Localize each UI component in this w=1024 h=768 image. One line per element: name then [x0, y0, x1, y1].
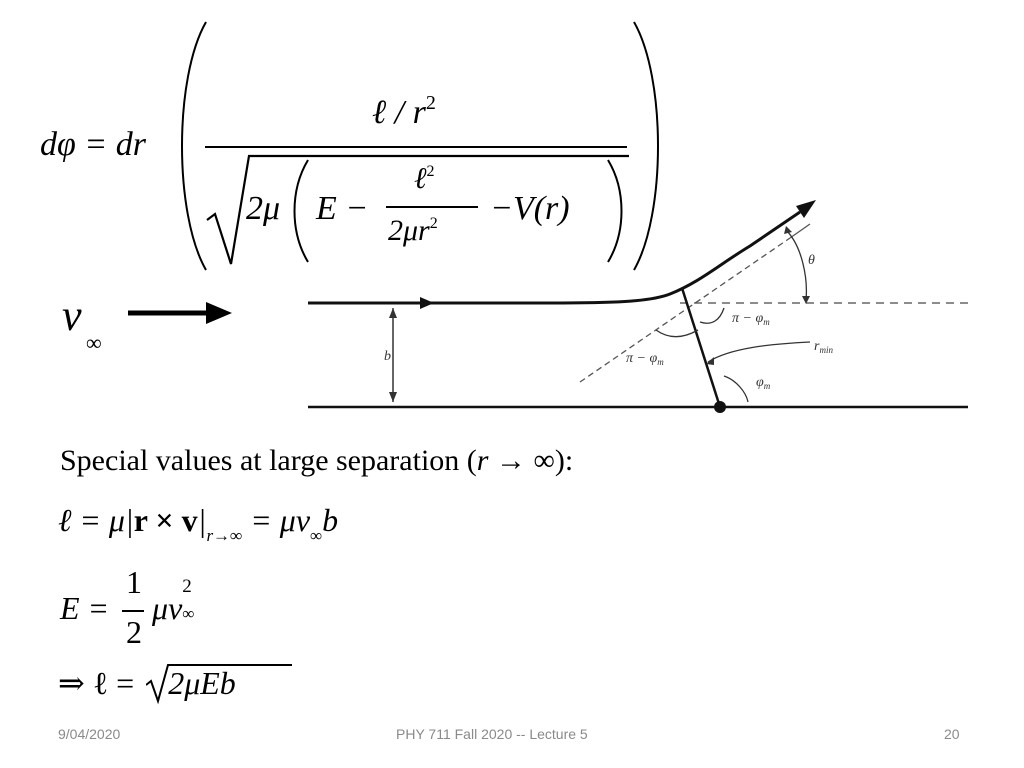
- footer-title: PHY 711 Fall 2020 -- Lecture 5: [396, 726, 588, 742]
- velocity-arrow-icon: [128, 302, 232, 324]
- energy-fraction-numerator: 1: [126, 564, 142, 600]
- energy-term: E −: [316, 190, 369, 227]
- pi-minus-phi-upper-label: π − φm: [732, 311, 770, 327]
- equation-numerator: ℓ / r2: [372, 92, 436, 131]
- inner-denominator: 2μr2: [388, 214, 438, 247]
- energy-rhs: μv 2 ∞: [152, 576, 195, 626]
- orbit-equation: dφ = dr ℓ / r2 2μ E − ℓ2 2μr2 −V(r): [0, 0, 680, 290]
- scattering-diagram: θ π − φm π − φm rmin φm b: [308, 200, 970, 413]
- scattering-center: [714, 401, 726, 413]
- asymptote-line: [579, 237, 791, 383]
- energy-fraction-bar: [122, 610, 144, 612]
- b-label: b: [384, 349, 391, 364]
- trajectory-arrowhead: [420, 297, 434, 309]
- footer-date: 9/04/2020: [58, 726, 121, 742]
- velocity-infinity-label: v∞: [62, 291, 102, 355]
- footer-page-number: 20: [944, 726, 960, 742]
- incoming-trajectory: [308, 210, 801, 305]
- energy-lhs: E =: [60, 590, 110, 626]
- implication-equation: ⇒ ℓ = 2μEb: [58, 664, 293, 705]
- potential-term: −V(r): [490, 190, 570, 227]
- inner-parentheses: [293, 159, 623, 263]
- sqrt-sign: [206, 154, 629, 265]
- angular-momentum-equation: ℓ = μ|r × v|r→∞ = μv∞b: [58, 502, 339, 545]
- rmin-line: [680, 287, 722, 408]
- sqrt-coefficient: 2μ: [246, 190, 281, 227]
- theta-arc: [785, 229, 808, 301]
- energy-fraction-denominator: 2: [126, 614, 142, 650]
- energy-equation: E = 1 2 μv 2 ∞: [58, 564, 308, 656]
- theta-label: θ: [808, 253, 815, 268]
- phi-m-label: φm: [756, 375, 771, 391]
- main-fraction-bar: [205, 146, 627, 148]
- inner-numerator: ℓ2: [414, 162, 435, 195]
- outgoing-arrowhead: [796, 200, 816, 218]
- equation-lhs: dφ = dr: [40, 126, 146, 163]
- rmin-label: rmin: [814, 339, 833, 355]
- inner-fraction-bar: [386, 206, 478, 208]
- big-parentheses: [181, 21, 659, 271]
- implication-sqrt-sign: [146, 664, 293, 705]
- special-values-heading: Special values at large separation (r → …: [60, 444, 574, 477]
- pi-minus-phi-lower-label: π − φm: [626, 351, 664, 367]
